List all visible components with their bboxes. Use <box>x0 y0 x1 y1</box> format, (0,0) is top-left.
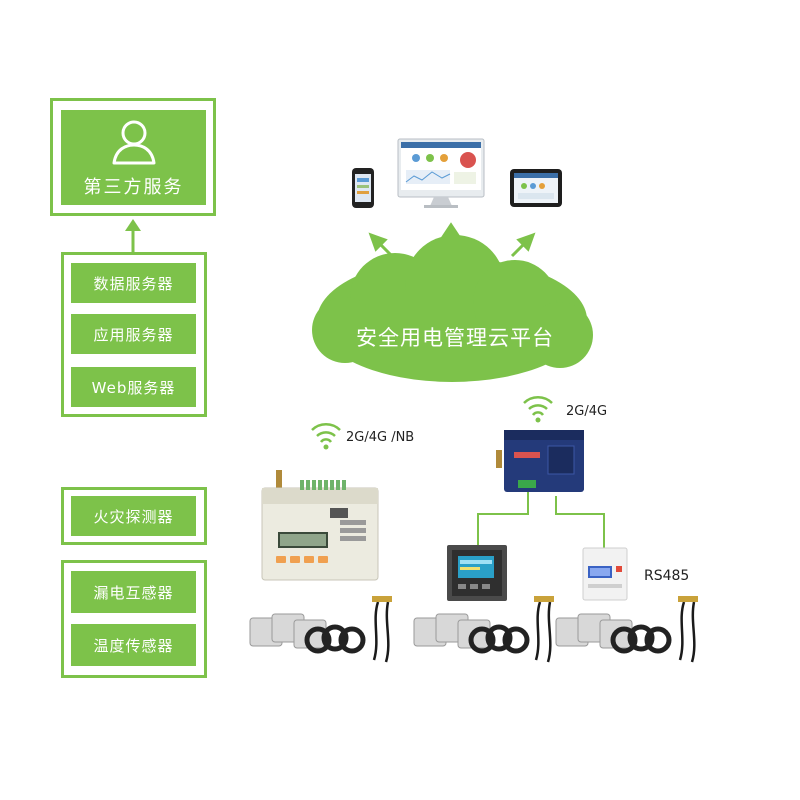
tablet-icon <box>510 169 562 207</box>
leakage-transformer-box: 漏电互感器 <box>71 571 196 613</box>
cloud-label: 安全用电管理云平台 <box>356 326 554 350</box>
server-web: Web服务器 <box>71 367 196 407</box>
third-party-box: 第三方服务 <box>61 110 206 205</box>
temperature-sensor-box: 温度传感器 <box>71 624 196 666</box>
current-transformer-set <box>249 613 672 654</box>
monitor-icon <box>397 138 485 208</box>
third-party-label: 第三方服务 <box>83 176 184 198</box>
temperature-probe-set <box>372 596 698 663</box>
user-icon <box>112 120 155 164</box>
din-meter-device <box>582 547 628 601</box>
fire-detector-box: 火灾探测器 <box>71 496 196 536</box>
wifi-icon <box>523 396 553 423</box>
din-rail-monitor-device <box>261 470 379 581</box>
signal-label-right: 2G/4G <box>566 404 608 419</box>
phone-icon <box>352 168 374 208</box>
wireless-gateway-device <box>496 430 584 492</box>
cloud-shape <box>312 235 593 382</box>
wifi-icon <box>311 423 341 450</box>
server-data: 数据服务器 <box>71 263 196 303</box>
server-app: 应用服务器 <box>71 314 196 354</box>
signal-label-left: 2G/4G /NB <box>346 430 415 445</box>
panel-meter-device <box>447 545 507 601</box>
protocol-label: RS485 <box>644 568 690 584</box>
